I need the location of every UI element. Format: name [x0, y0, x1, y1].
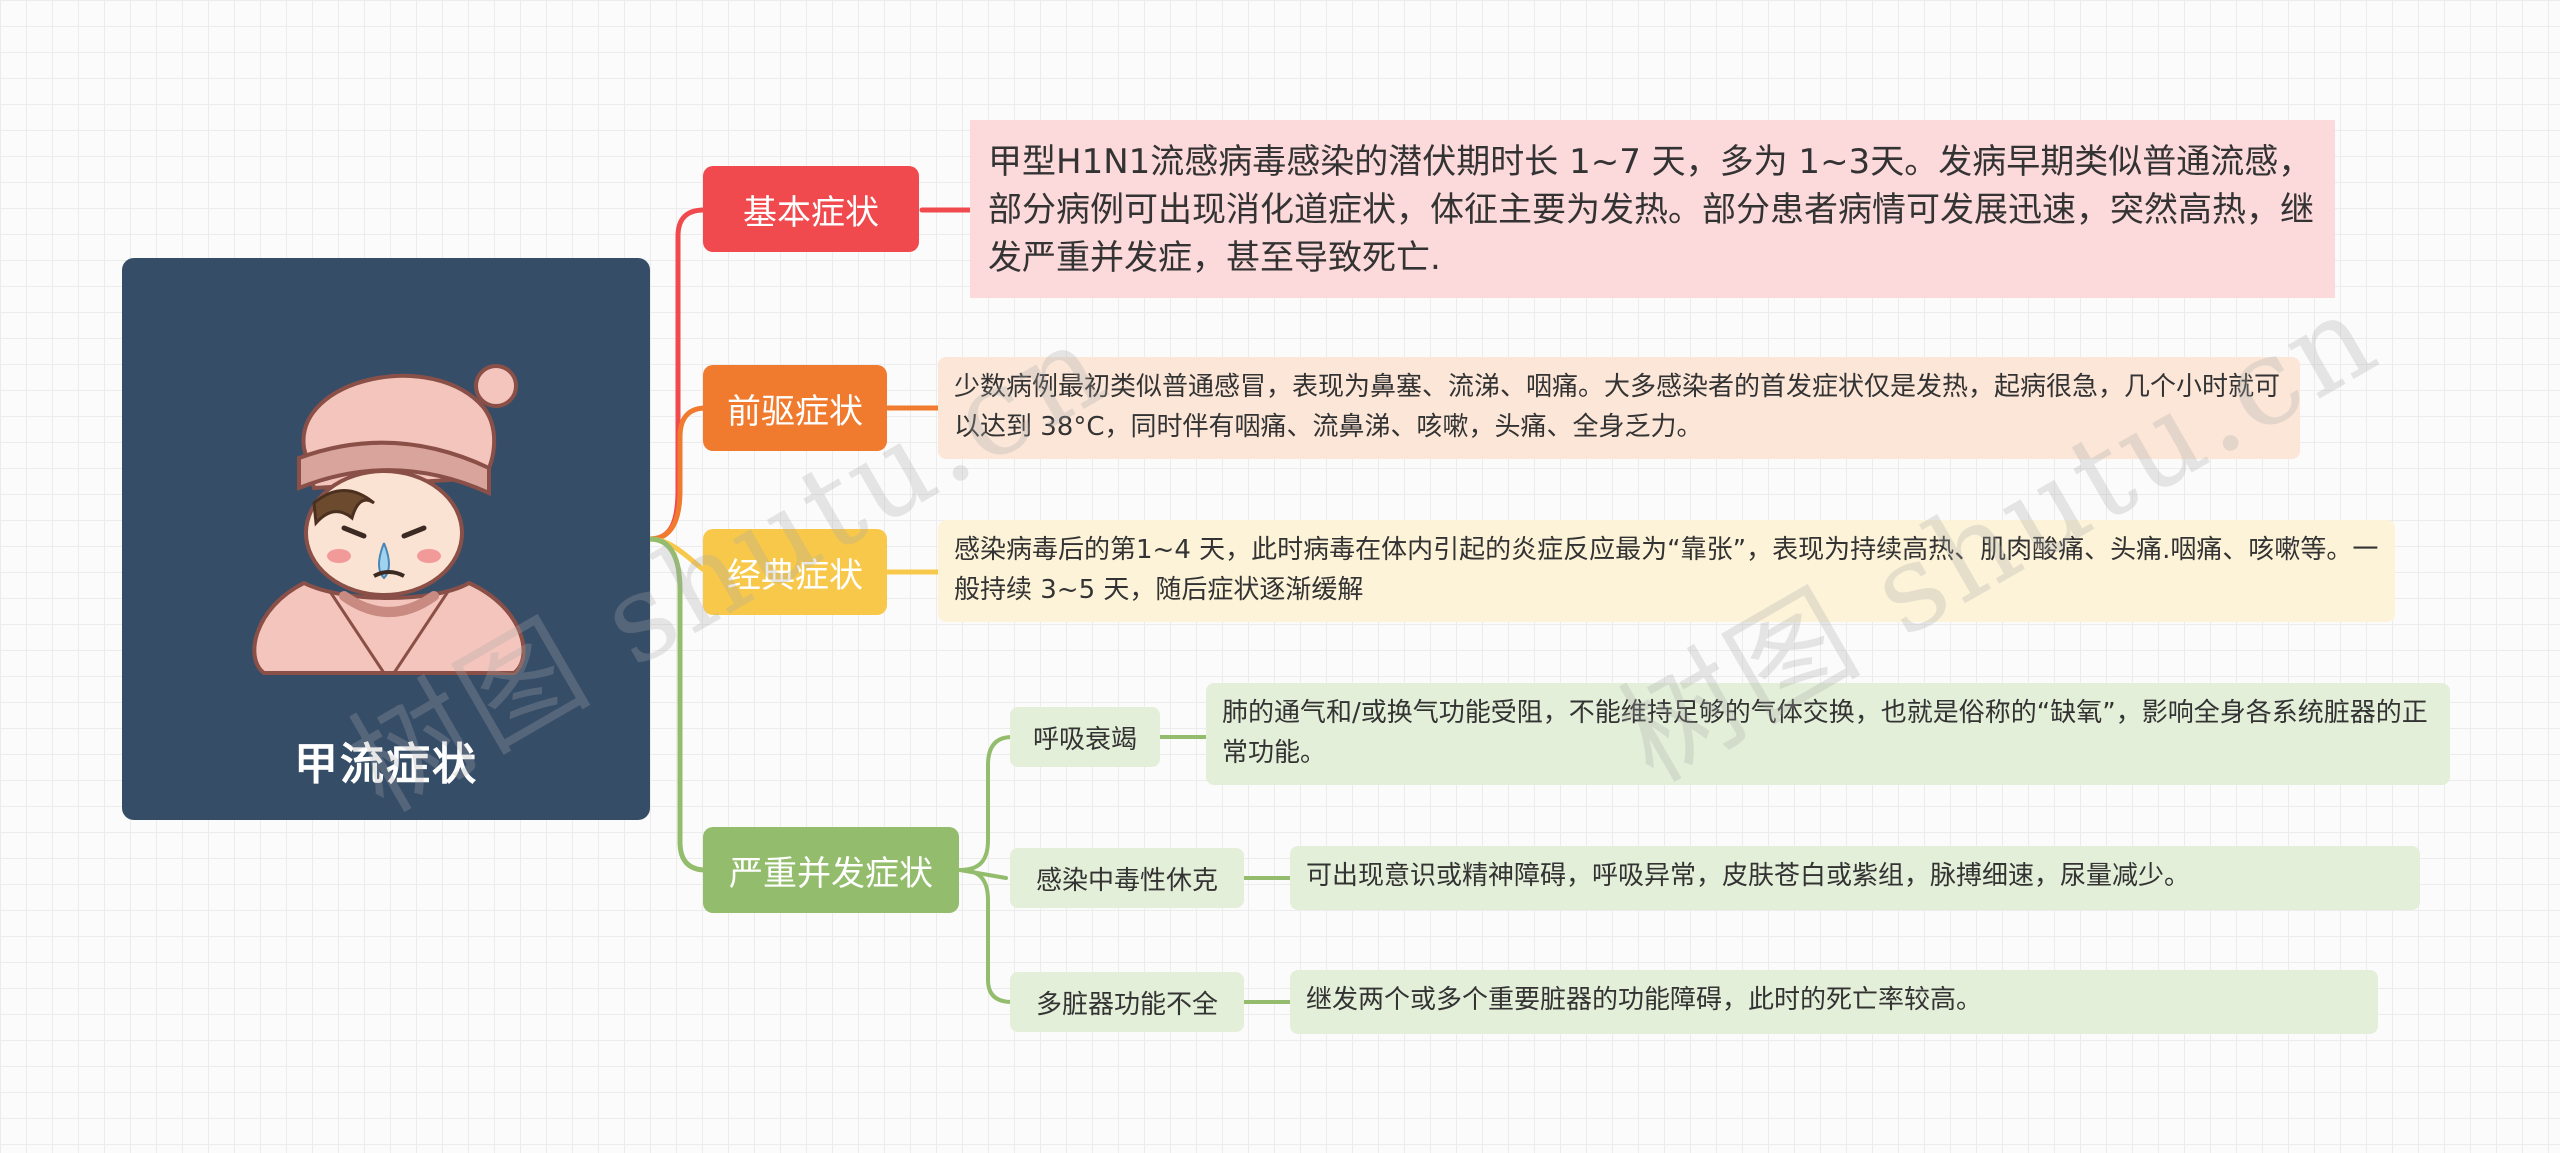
detail-respiratory-failure[interactable]: 肺的通气和/或换气功能受阻，不能维持足够的气体交换，也就是俗称的“缺氧”，影响全…	[1206, 683, 2450, 785]
sick-child-illustration	[234, 328, 544, 678]
branch-label: 前驱症状	[727, 384, 863, 433]
root-title: 甲流症状	[122, 728, 650, 792]
connector-severe	[650, 539, 706, 870]
branch-label: 严重并发症状	[729, 846, 933, 895]
branch-severe-complications[interactable]: 严重并发症状	[703, 827, 959, 913]
branch-prodromal-symptoms[interactable]: 前驱症状	[703, 365, 887, 451]
detail-prodromal-symptoms[interactable]: 少数病例最初类似普通感冒，表现为鼻塞、流涕、咽痛。大多感染者的首发症状仅是发热，…	[938, 357, 2300, 459]
connector-classic	[650, 539, 704, 570]
sub-septic-shock[interactable]: 感染中毒性休克	[1010, 848, 1244, 908]
connector-severe-mid	[960, 870, 1006, 878]
root-node[interactable]: 甲流症状	[122, 258, 650, 820]
detail-text: 继发两个或多个重要脏器的功能障碍，此时的死亡率较高。	[1306, 985, 1982, 1015]
branch-label: 基本症状	[743, 185, 879, 234]
sub-label: 呼吸衰竭	[1033, 719, 1137, 756]
detail-septic-shock[interactable]: 可出现意识或精神障碍，呼吸异常，皮肤苍白或紫组，脉搏细速，尿量减少。	[1290, 846, 2420, 910]
branch-classic-symptoms[interactable]: 经典症状	[703, 529, 887, 615]
detail-basic-symptoms[interactable]: 甲型H1N1流感病毒感染的潜伏期时长 1~7 天，多为 1~3天。发病早期类似普…	[970, 120, 2335, 298]
detail-multi-organ-dysfunction[interactable]: 继发两个或多个重要脏器的功能障碍，此时的死亡率较高。	[1290, 970, 2378, 1034]
sub-respiratory-failure[interactable]: 呼吸衰竭	[1010, 707, 1160, 767]
sub-label: 多脏器功能不全	[1036, 984, 1218, 1021]
connector-severe-low	[960, 870, 1012, 1002]
detail-text: 肺的通气和/或换气功能受阻，不能维持足够的气体交换，也就是俗称的“缺氧”，影响全…	[1222, 698, 2428, 768]
sub-multi-organ-dysfunction[interactable]: 多脏器功能不全	[1010, 972, 1244, 1032]
connector-severe-trunk	[960, 737, 1012, 870]
connector-prodromal	[650, 408, 706, 539]
connector-basic	[650, 210, 704, 539]
detail-text: 少数病例最初类似普通感冒，表现为鼻塞、流涕、咽痛。大多感染者的首发症状仅是发热，…	[954, 372, 2280, 442]
sub-label: 感染中毒性休克	[1036, 860, 1218, 897]
branch-basic-symptoms[interactable]: 基本症状	[703, 166, 919, 252]
detail-classic-symptoms[interactable]: 感染病毒后的第1~4 天，此时病毒在体内引起的炎症反应最为“靠张”，表现为持续高…	[938, 520, 2395, 622]
detail-text: 可出现意识或精神障碍，呼吸异常，皮肤苍白或紫组，脉搏细速，尿量减少。	[1306, 861, 2190, 891]
detail-text: 甲型H1N1流感病毒感染的潜伏期时长 1~7 天，多为 1~3天。发病早期类似普…	[988, 142, 2314, 278]
branch-label: 经典症状	[727, 548, 863, 597]
detail-text: 感染病毒后的第1~4 天，此时病毒在体内引起的炎症反应最为“靠张”，表现为持续高…	[954, 535, 2378, 605]
